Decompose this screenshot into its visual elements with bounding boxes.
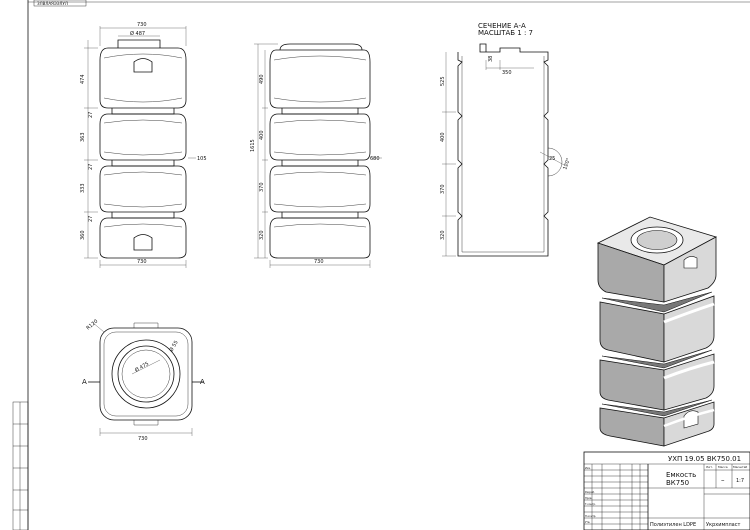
tb-row-razrab: Разраб.	[585, 490, 595, 494]
front-side-note: 105	[197, 156, 207, 162]
plan-section-left: A	[82, 378, 87, 386]
front-handle-top	[133, 58, 153, 73]
tb-row-izm: Изм.	[585, 466, 591, 470]
side-height-2: 400	[259, 130, 265, 140]
plan-corner-radius: R120	[85, 319, 99, 332]
side-side-note: 680	[370, 156, 380, 162]
front-view	[84, 26, 196, 268]
sheet-tag: ЗЛВЛАЯЭЭЛУЛ	[37, 1, 68, 6]
plan-inner-diameter: Ø 475	[134, 360, 151, 374]
tb-name-line1: Емкость	[666, 471, 696, 479]
side-height-1: 490	[259, 74, 265, 84]
front-width-top: 730	[137, 22, 147, 28]
isometric-view	[596, 216, 718, 447]
tb-row-nkontr: Н.контр.	[585, 514, 596, 518]
section-detail-b: 120°	[562, 157, 572, 171]
side-height-4: 320	[259, 230, 265, 240]
section-height-3: 370	[440, 184, 446, 194]
tb-company: Укрхимпласт	[706, 522, 740, 528]
section-detail-a: 25	[549, 156, 555, 162]
section-dim-b: 350	[502, 70, 512, 76]
section-height-1: 525	[440, 76, 446, 86]
side-view	[254, 43, 382, 268]
plan-width-bottom: 730	[138, 436, 148, 442]
tb-scale-value: 1:7	[736, 478, 744, 484]
plan-view	[88, 321, 204, 436]
tb-header-mass: Масса	[718, 465, 728, 469]
front-height-4: 360	[80, 230, 86, 240]
front-height-3: 333	[80, 183, 86, 193]
side-overall-height: 1615	[250, 139, 256, 152]
section-height-2: 400	[440, 132, 446, 142]
section-scale: МАСШТАБ 1 : 7	[478, 29, 533, 37]
section-view	[442, 43, 567, 257]
plan-outer-label: Ø 55	[168, 339, 180, 353]
section-title: СЕЧЕНИЕ А-А	[478, 22, 526, 30]
front-height-1: 474	[80, 74, 86, 84]
sheet-frame	[12, 0, 750, 530]
tb-row-tkontr: Т.контр.	[585, 502, 596, 506]
tb-lit-value: –	[721, 476, 725, 484]
title-block	[583, 451, 750, 530]
section-height-4: 320	[440, 230, 446, 240]
front-height-2: 363	[80, 132, 86, 142]
front-width-bottom: 730	[137, 259, 147, 265]
front-gap-1: 27	[88, 112, 94, 118]
front-handle-bottom	[133, 234, 153, 251]
tb-designation: УХП 19.05 ВК750.01	[668, 455, 741, 463]
plan-section-right: A	[200, 378, 205, 386]
side-height-3: 370	[259, 182, 265, 192]
front-neck-diameter: Ø 487	[130, 30, 145, 37]
tb-header-lit: Лит.	[706, 465, 713, 469]
front-gap-2: 27	[88, 164, 94, 170]
tb-header-scale: Масштаб	[733, 465, 747, 469]
tb-row-utv: Утв.	[585, 520, 590, 524]
section-dim-a: 38	[488, 56, 494, 62]
tb-material: Полиэтилен LDPE	[650, 522, 696, 528]
tb-name-line2: ВК750	[666, 479, 689, 487]
side-width-bottom: 730	[314, 259, 324, 265]
front-gap-3: 27	[88, 216, 94, 222]
tb-row-prov: Пров.	[585, 496, 592, 500]
